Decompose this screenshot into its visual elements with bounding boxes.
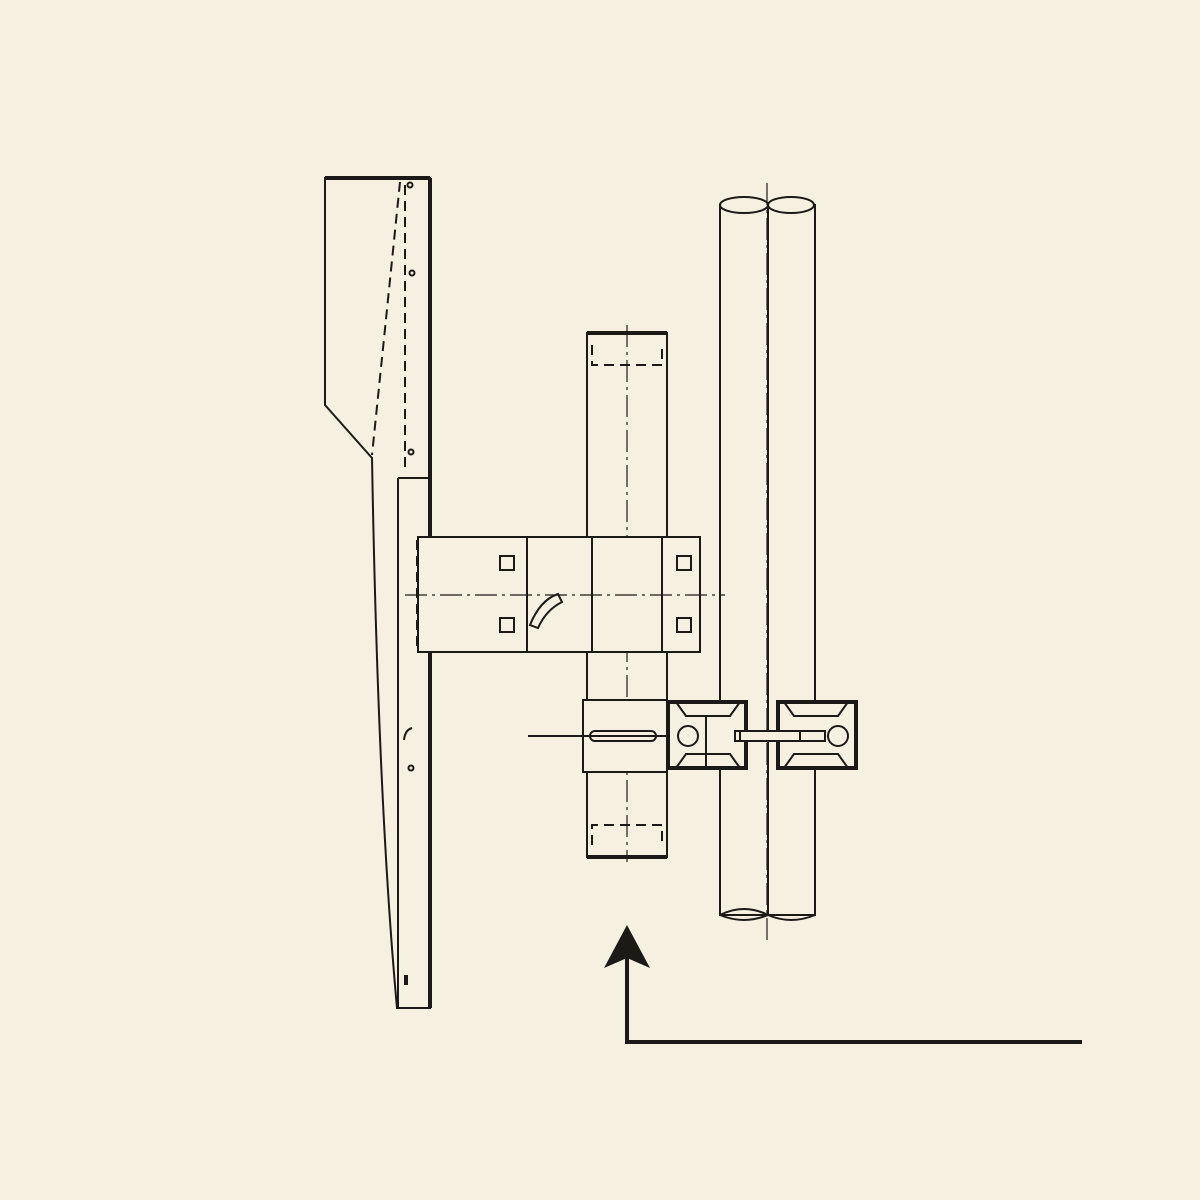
mirror-panel xyxy=(324,176,432,1009)
pole xyxy=(719,183,816,945)
direction-arrow xyxy=(604,925,1082,1044)
pipe-clamp xyxy=(528,699,858,773)
mounting-bracket xyxy=(405,536,725,653)
